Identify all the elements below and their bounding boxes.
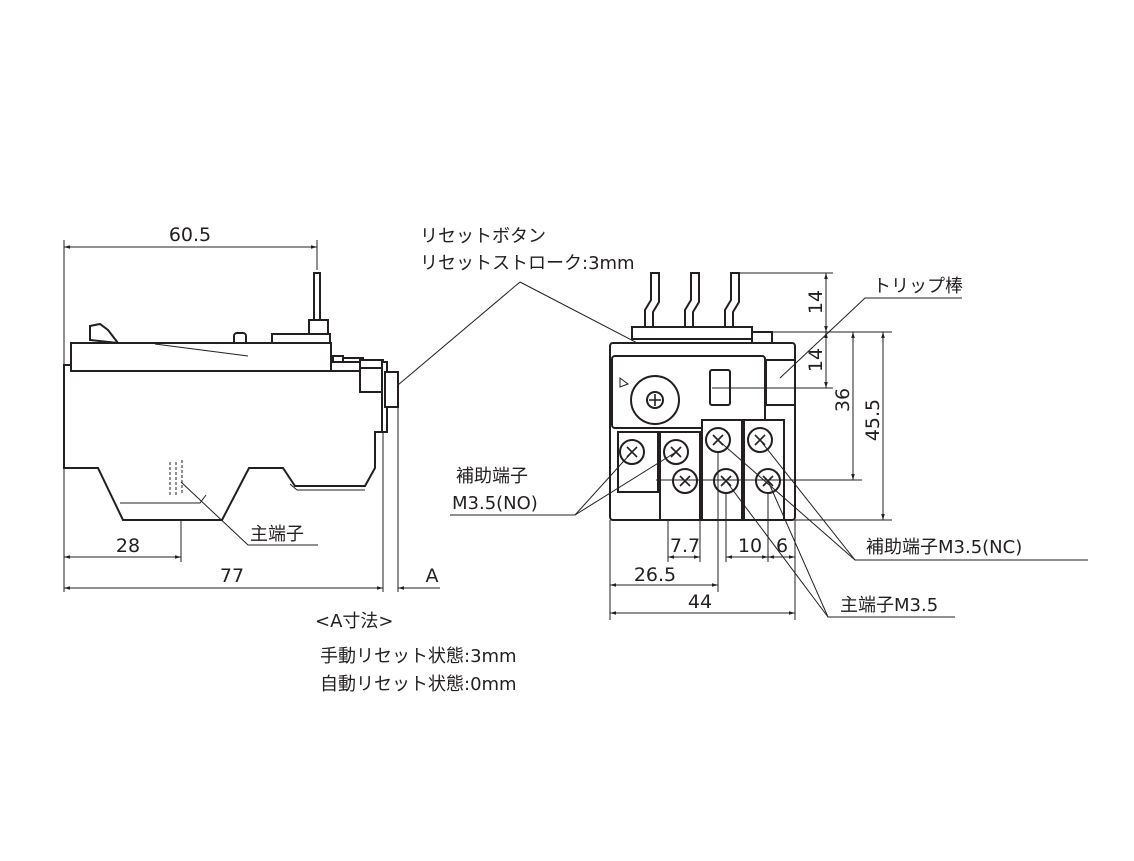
dim-6: 6 [776,535,788,557]
dim-77: 77 [220,565,244,587]
label-trip-bar: トリップ棒 [873,276,963,297]
label-main-m35: 主端子M3.5 [840,595,938,616]
a-dimension-title: <A寸法> [315,611,393,632]
main-screw [672,468,698,494]
dim-28: 28 [116,535,140,557]
reset-button-side [384,371,399,408]
dim-a: A [426,565,439,587]
dim-36: 36 [832,388,854,412]
a-dimension-notes: <A寸法> 手動リセット状態:3mm 自動リセット状態:0mm [315,611,517,695]
reset-stroke-label: リセットストローク:3mm [420,253,635,274]
dim-45-5: 45.5 [862,399,884,441]
label-main-terminal: 主端子 [250,524,304,545]
reset-button-label: リセットボタン [420,226,546,247]
dim-14-pin: 14 [805,290,827,314]
dim-60-5: 60.5 [169,224,211,246]
dim-10: 10 [738,535,762,557]
dim-44: 44 [688,591,712,613]
label-aux-nc: 補助端子M3.5(NC) [866,537,1022,558]
label-aux-no-2: M3.5(NO) [452,493,538,514]
dim-14-trip: 14 [805,348,827,372]
dim-7-7: 7.7 [670,535,700,557]
a-dimension-manual: 手動リセット状態:3mm [320,646,517,667]
dim-26-5: 26.5 [634,564,676,586]
front-view: 14 14 36 45.5 7.7 10 6 26.5 44 トリップ棒 補助端… [450,272,1088,620]
label-aux-no-1: 補助端子 [456,466,528,487]
side-view: 60.5 28 77 A 主端子 [63,224,440,592]
a-dimension-auto: 自動リセット状態:0mm [320,674,517,695]
